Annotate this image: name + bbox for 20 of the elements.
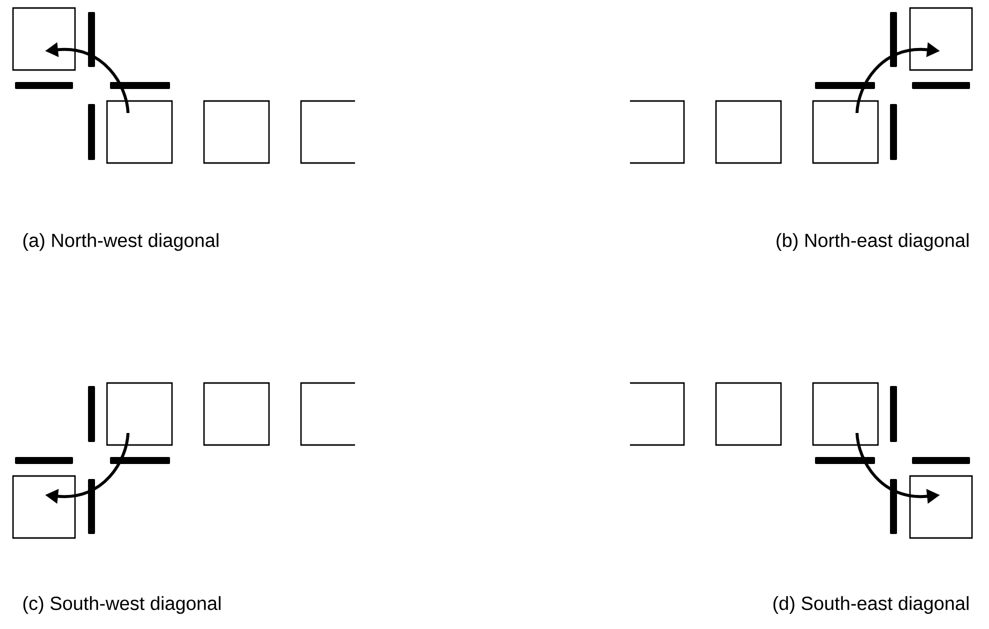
open-box [630, 382, 685, 446]
open-box [300, 382, 355, 446]
box [106, 382, 173, 446]
box [909, 475, 973, 539]
box [203, 100, 270, 164]
caption: (d) South-east diagonal [773, 596, 968, 614]
caption: (b) North-east diagonal [776, 233, 968, 251]
box [106, 100, 173, 164]
box [12, 7, 76, 71]
box [715, 382, 782, 446]
open-box [300, 100, 355, 164]
box [812, 100, 879, 164]
box [203, 382, 270, 446]
open-box [630, 100, 685, 164]
box [12, 475, 76, 539]
box [812, 382, 879, 446]
box [715, 100, 782, 164]
caption: (a) North-west diagonal [23, 233, 218, 251]
caption: (c) South-west diagonal [23, 596, 220, 614]
box [909, 7, 973, 71]
